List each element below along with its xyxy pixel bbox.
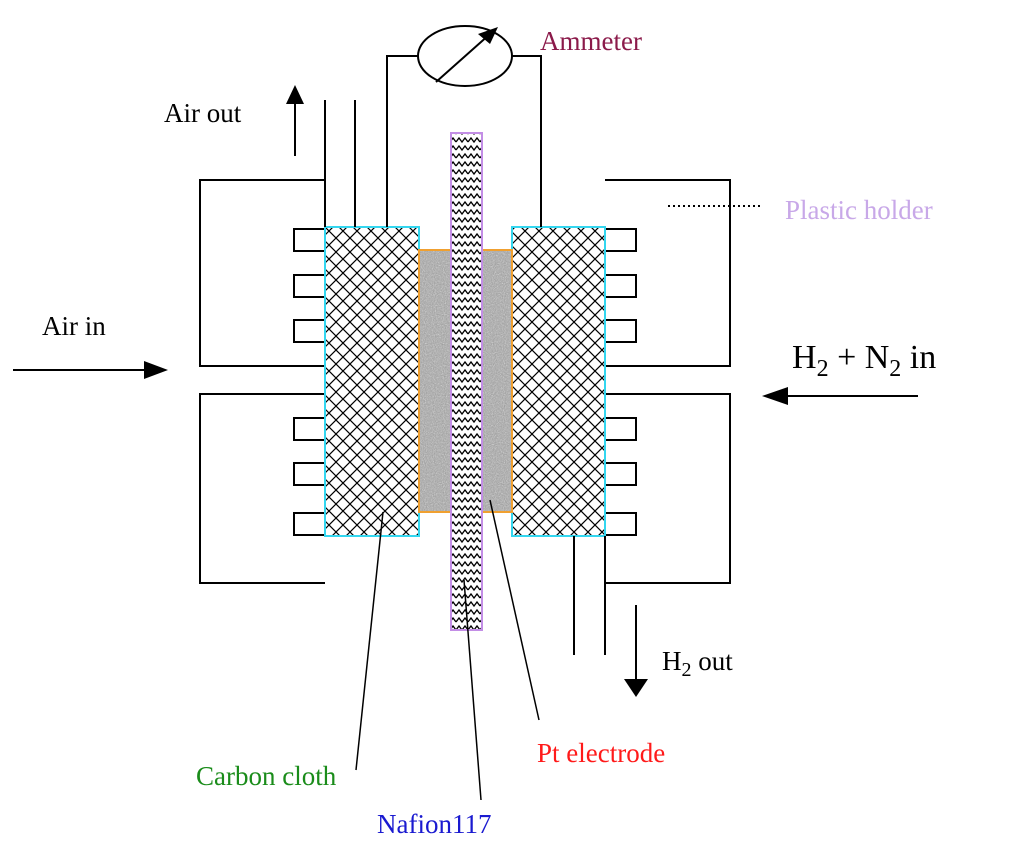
h2-out-label: H2 out [662, 646, 733, 681]
air-out-arrow-icon [286, 85, 304, 156]
h2-n2-in-label: H2 + N2 in [792, 339, 936, 382]
ammeter-icon [417, 25, 513, 87]
air-out-label: Air out [164, 98, 242, 128]
plastic-holder-label: Plastic holder [785, 195, 933, 225]
carbon-cloth-left [324, 226, 420, 537]
leader-lines [355, 499, 540, 801]
flow-channels-left [293, 228, 326, 536]
h2-out-arrow-icon [624, 605, 648, 697]
nafion-membrane [450, 132, 483, 631]
pt-electrode-right-texture [483, 251, 511, 511]
air-outlet-pipe [324, 100, 356, 227]
carbon-cloth-label: Carbon cloth [196, 761, 337, 791]
h2-outlet-pipe [573, 536, 606, 655]
ammeter-label: Ammeter [540, 26, 642, 56]
pt-electrode-left-texture [420, 251, 450, 511]
wires [386, 55, 542, 227]
h2-in-arrow-icon [762, 387, 918, 405]
pt-electrode-label: Pt electrode [537, 738, 665, 768]
flow-channels-right [604, 228, 637, 536]
plastic-holder [199, 179, 731, 584]
air-in-arrow-icon [13, 361, 168, 379]
air-in-label: Air in [42, 311, 106, 341]
nafion-label: Nafion117 [377, 809, 491, 839]
carbon-cloth-right [511, 226, 606, 537]
